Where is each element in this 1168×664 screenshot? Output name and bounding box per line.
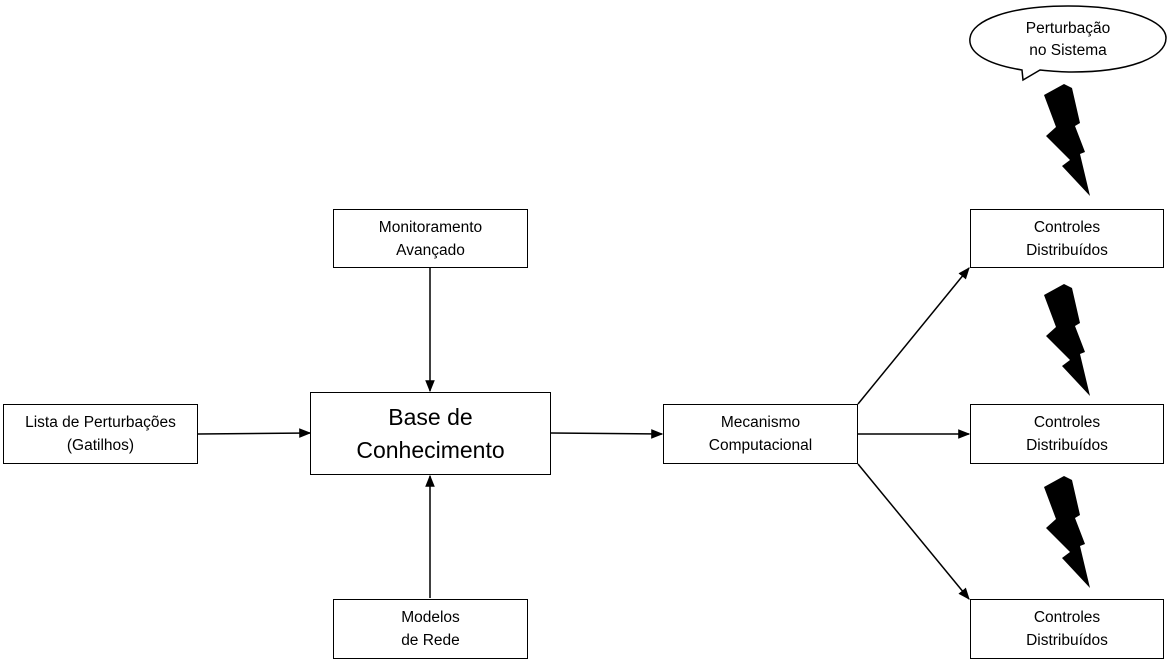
callout-bubble — [969, 5, 1167, 82]
node-label-line2: Distribuídos — [1026, 437, 1108, 454]
lightning-bolt-icon — [1044, 84, 1090, 196]
node-label-line1: Mecanismo — [720, 414, 801, 431]
node-label-line2: de Rede — [401, 632, 460, 649]
node-modelos-rede: Modelos de Rede — [333, 599, 528, 659]
node-lista-perturbacoes: Lista de Perturbações (Gatilhos) — [3, 404, 198, 464]
node-label-line2: (Gatilhos) — [66, 437, 135, 454]
node-label-line1: Controles — [1033, 218, 1101, 236]
node-base-conhecimento: Base de Conhecimento — [310, 392, 551, 475]
node-label-line1: Base de — [388, 403, 473, 430]
node-label-line2: Distribuídos — [1026, 241, 1108, 259]
node-label-line1: Lista de Perturbações — [25, 414, 176, 431]
callout-line2: no Sistema — [1029, 42, 1107, 59]
node-label-line2: Conhecimento — [356, 436, 505, 463]
node-monitoramento: Monitoramento Avançado — [333, 209, 528, 268]
node-mecanismo-computacional: Mecanismo Computacional — [663, 404, 858, 464]
arrow-mecanismo-to-controles-bottom — [857, 463, 970, 600]
callout-text: Perturbação no Sistema — [1003, 18, 1133, 62]
arrow-base-to-mecanismo — [550, 429, 664, 439]
node-label-line1: Modelos — [401, 609, 460, 626]
arrow-lista-to-base — [197, 428, 312, 438]
lightning-bolt-icon — [1044, 284, 1090, 396]
node-label-line1: Monitoramento — [378, 218, 483, 236]
node-controles-distribuidos-bottom: Controles Distribuídos — [970, 599, 1164, 659]
callout-line1: Perturbação — [1025, 20, 1111, 37]
node-label-line2: Avançado — [396, 241, 465, 259]
node-label-line2: Computacional — [708, 437, 813, 454]
node-controles-distribuidos-middle: Controles Distribuídos — [970, 404, 1164, 464]
node-controles-distribuidos-top: Controles Distribuídos — [970, 209, 1164, 268]
lightning-bolt-icon — [1044, 476, 1090, 588]
node-label-line2: Distribuídos — [1026, 632, 1108, 649]
node-label-line1: Controles — [1033, 414, 1101, 431]
arrow-mecanismo-to-controles-top — [857, 267, 970, 405]
node-label-line1: Controles — [1033, 609, 1101, 626]
